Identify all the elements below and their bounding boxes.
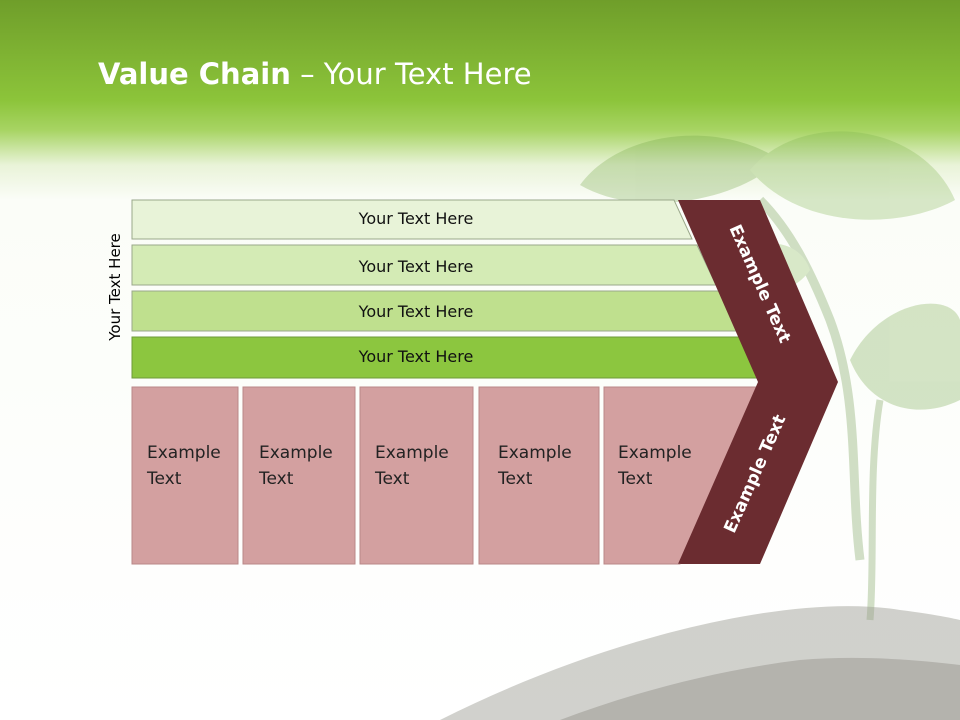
chain-box-3-line2: Text — [374, 469, 410, 489]
chain-box-4 — [478, 386, 600, 565]
diagram-reflection: Example Text Example Text Example Text E… — [131, 563, 827, 720]
chain-bar-2-label: Your Text Here — [358, 257, 474, 276]
chain-box-1-line1: Example — [147, 443, 221, 463]
reflect-box-4-line2: Text — [497, 639, 533, 659]
reflect-box-5-line2: Text — [617, 639, 653, 659]
title-bold: Value Chain — [98, 57, 291, 91]
chain-bar-4-label: Your Text Here — [358, 347, 474, 366]
chain-box-2 — [242, 386, 356, 565]
reflect-box-5-line1: Example — [618, 665, 692, 685]
chain-box-3-line1: Example — [375, 443, 449, 463]
chain-box-2-line1: Example — [259, 443, 333, 463]
chain-bar-1-label: Your Text Here — [358, 209, 474, 228]
reflect-box-2 — [242, 563, 356, 720]
chain-bar-3-label: Your Text Here — [358, 302, 474, 321]
reflect-box-1-line1: Example — [147, 665, 221, 685]
slide-title: Value Chain – Your Text Here — [98, 54, 532, 94]
chain-box-4-line2: Text — [497, 469, 533, 489]
leaf-shape — [580, 135, 780, 204]
reflect-box-2-line1: Example — [259, 665, 333, 685]
reflect-box-3-line1: Example — [375, 665, 449, 685]
chain-box-5-line1: Example — [618, 443, 692, 463]
reflect-box-1-line2: Text — [146, 639, 182, 659]
chain-chevron — [678, 200, 838, 564]
reflect-box-4-line1: Example — [498, 665, 572, 685]
leaf-shape — [750, 131, 955, 220]
reflect-box-1 — [131, 563, 239, 720]
leaf-shape — [850, 303, 960, 410]
title-rest: – Your Text Here — [290, 57, 532, 91]
chain-box-1 — [131, 386, 239, 565]
reflect-box-3-line2: Text — [374, 639, 410, 659]
stem-shape — [756, 196, 865, 561]
reflect-box-2-line2: Text — [258, 639, 294, 659]
reflect-box-3 — [359, 563, 474, 720]
reflect-box-4 — [478, 563, 600, 720]
chain-box-4-line1: Example — [498, 443, 572, 463]
chain-box-2-line2: Text — [258, 469, 294, 489]
chain-box-3 — [359, 386, 474, 565]
chain-box-5-line2: Text — [617, 469, 653, 489]
reflect-chevron — [678, 564, 827, 720]
stem-shape — [866, 399, 884, 621]
chain-box-1-line2: Text — [146, 469, 182, 489]
chain-bar-1 — [131, 199, 693, 240]
